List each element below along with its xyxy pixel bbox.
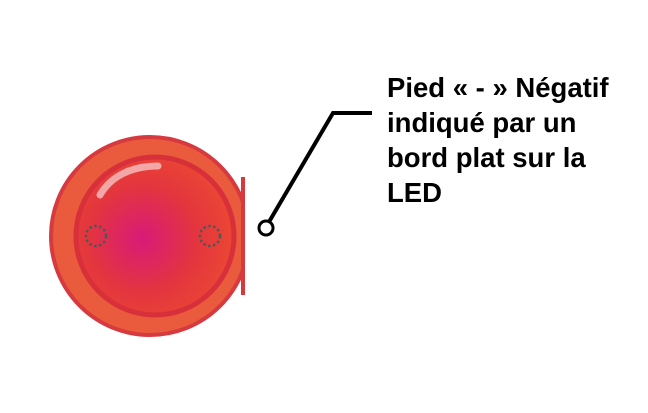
lead-marker-left-icon <box>84 224 108 248</box>
callout-line-1: Pied « - » Négatif <box>387 72 609 103</box>
callout-line-3: bord plat sur la <box>387 142 586 173</box>
callout-leader-line <box>264 111 372 229</box>
callout-endpoint-icon <box>257 219 275 237</box>
led-highlight <box>96 162 162 199</box>
callout-line-2: indiqué par un <box>387 107 577 138</box>
callout-line-4: LED <box>387 177 442 208</box>
callout-label: Pied « - » Négatif indiqué par un bord p… <box>387 70 645 210</box>
led-lens <box>73 154 237 318</box>
lead-marker-right-icon <box>198 224 222 248</box>
